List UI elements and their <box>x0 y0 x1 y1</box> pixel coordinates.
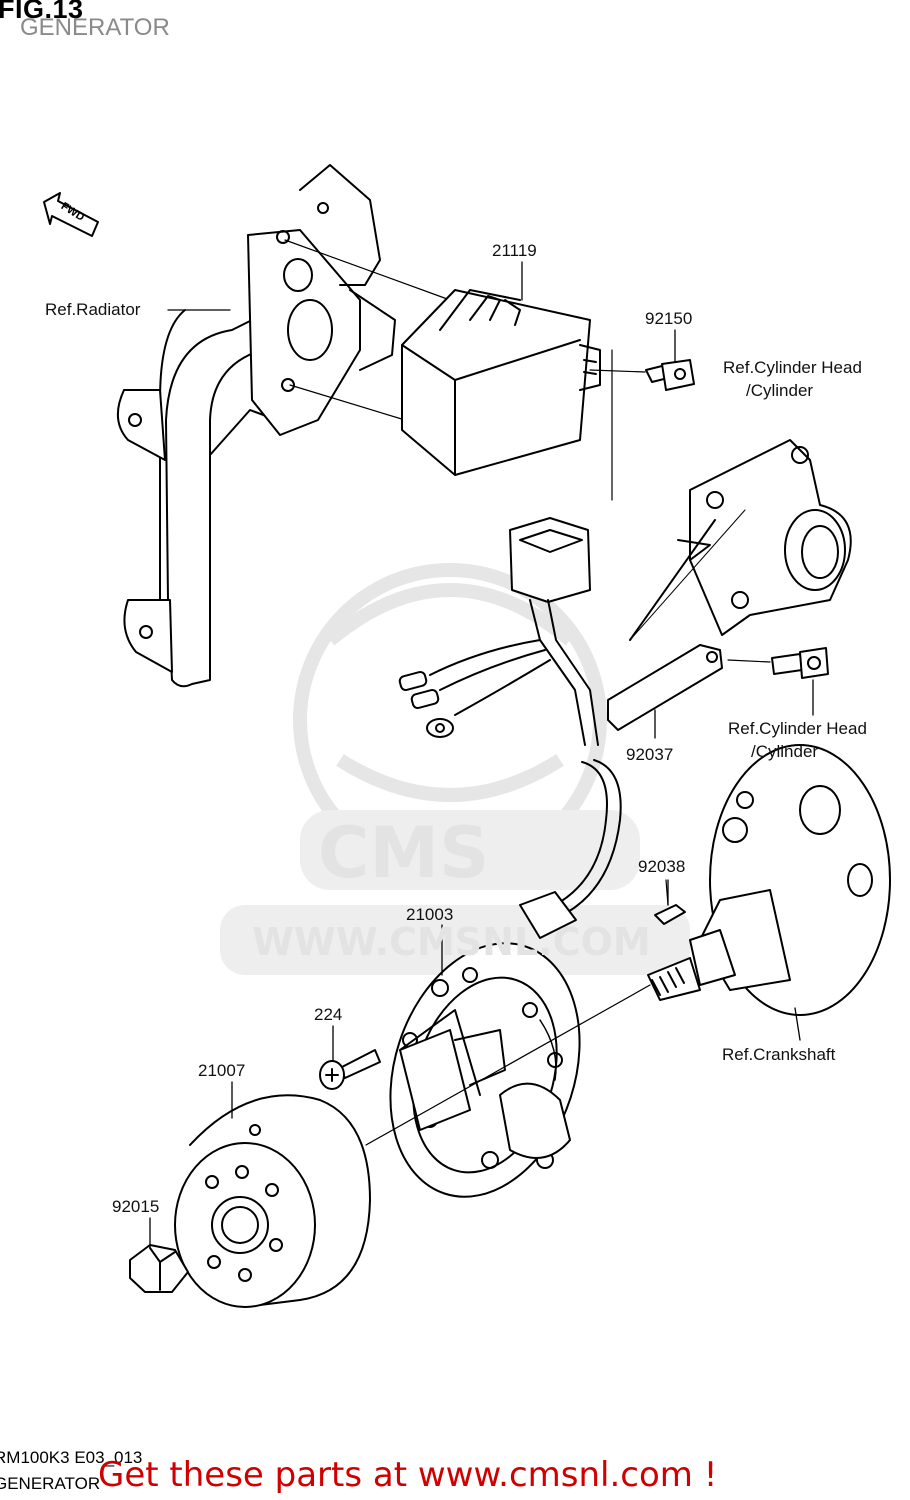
label-ref-cylinder-head-bottom: Ref.Cylinder Head <box>728 719 867 738</box>
fwd-arrow-icon <box>43 192 99 237</box>
leader-lines <box>149 261 814 1249</box>
label-ref-radiator: Ref.Radiator <box>45 300 141 319</box>
radiator-frame <box>117 164 396 688</box>
stator-21003 <box>389 942 581 1198</box>
diagram-code: RM100K3 E03_013 <box>0 1448 143 1467</box>
cms-watermark-logo <box>220 563 690 975</box>
cdi-unit-21119 <box>401 289 601 476</box>
promo-link[interactable]: Get these parts at www.cmsnl.com ! <box>98 1455 718 1495</box>
woodruff-key-92038 <box>654 904 686 925</box>
label-ref-cylinder-head-top: Ref.Cylinder Head <box>723 358 862 377</box>
label-ref-crankshaft: Ref.Crankshaft <box>722 1045 836 1064</box>
rotor-21007 <box>174 1094 371 1308</box>
figure-subtitle: GENERATOR <box>20 14 170 41</box>
label-21003: 21003 <box>406 905 454 924</box>
label-21119: 21119 <box>492 241 537 260</box>
bolt-cylinder-lower <box>771 647 829 679</box>
watermark-url: WWW.CMSNL.COM <box>252 920 651 964</box>
screw-224 <box>319 1049 381 1090</box>
bracket-92037 <box>607 509 771 731</box>
label-224: 224 <box>314 1005 343 1024</box>
crankshaft-ref <box>647 744 891 1016</box>
label-21007: 21007 <box>198 1061 246 1080</box>
bolt-92150 <box>645 359 695 391</box>
label-ref-cylinder-top: /Cylinder <box>746 381 814 400</box>
cylinder-flange-ref <box>677 439 852 636</box>
label-92038: 92038 <box>638 857 686 876</box>
label-92150: 92150 <box>645 309 693 328</box>
figure-number: FIG.13 <box>0 0 84 24</box>
label-92015: 92015 <box>112 1197 160 1216</box>
nut-92015 <box>129 1244 189 1293</box>
label-ref-cylinder-bottom: /Cylinder <box>751 742 819 761</box>
watermark-cms: CMS <box>318 812 490 894</box>
stator-wiring-harness <box>398 517 622 939</box>
label-92037: 92037 <box>626 745 674 764</box>
diagram-name: GENERATOR <box>0 1474 101 1493</box>
